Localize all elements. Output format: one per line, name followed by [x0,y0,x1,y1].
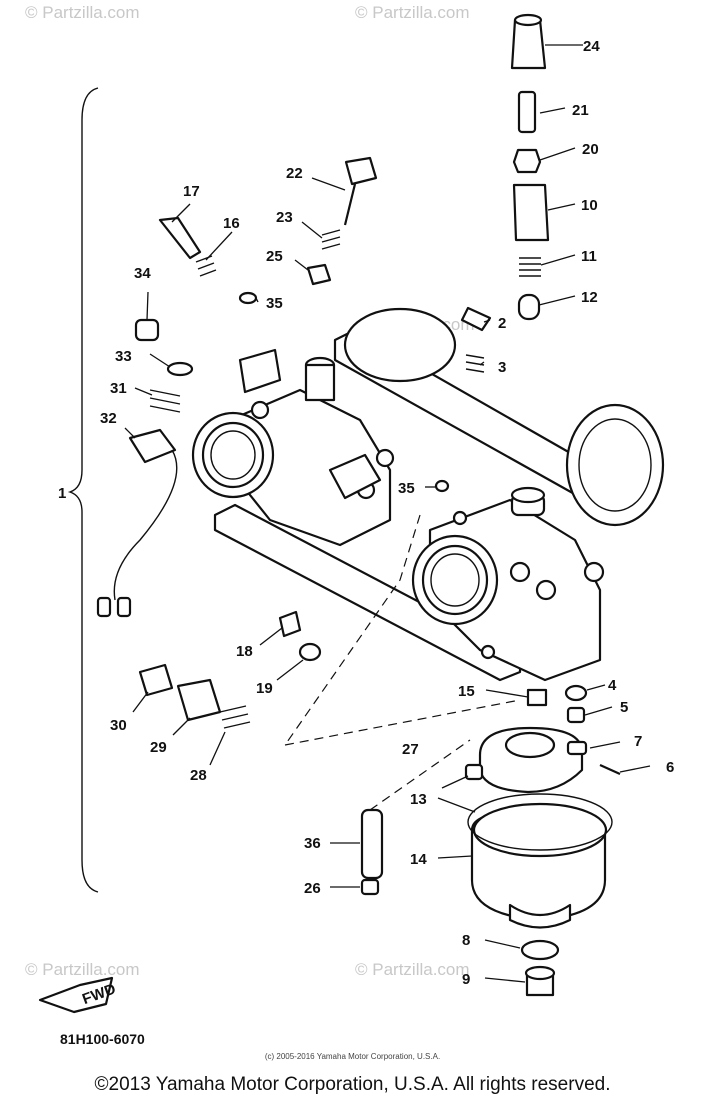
part-30 [138,663,174,697]
callout-13: 13 [410,791,427,808]
plunger-12 [517,293,541,321]
cap-24 [510,18,547,70]
callout-34: 34 [134,265,151,282]
callout-26: 26 [304,880,321,897]
nut-20 [512,148,542,174]
carburetor-body [191,307,665,682]
screw-5 [566,706,586,724]
watermark: © Partzilla.com [355,3,470,22]
watermark: © Partzilla.com [355,960,470,979]
diagram-code: 81H100-6070 [60,1031,145,1047]
small-copyright: (c) 2005-2016 Yamaha Motor Corporation, … [264,1052,441,1061]
jet-26 [360,878,380,896]
callout-29: 29 [150,739,167,756]
washer-19 [298,642,322,662]
fitting-32 [128,428,177,464]
pin-18 [278,610,302,638]
leader-lines [124,44,651,983]
callout-33: 33 [115,348,132,365]
callout-20: 20 [582,141,599,158]
callout-labels: 1 2 3 4 5 6 7 8 9 10 11 12 13 14 15 16 1… [58,38,674,1008]
callout-27: 27 [402,741,419,758]
callout-14: 14 [410,851,427,868]
footer-copyright: ©2013 Yamaha Motor Corporation, U.S.A. A… [94,1074,611,1095]
jet-15 [526,688,548,707]
screw-2 [460,306,492,332]
cap-34 [134,318,160,342]
callout-12: 12 [581,289,598,306]
callout-36: 36 [304,835,321,852]
callout-10: 10 [581,197,598,214]
washer-33 [166,361,194,377]
dashed-leader [284,514,521,811]
callout-24: 24 [583,38,600,55]
part-29 [176,678,222,722]
needle-36 [360,808,384,880]
oring-35b [434,479,450,493]
loose-parts [38,13,588,1014]
callout-1: 1 [58,485,66,502]
callout-4: 4 [608,677,617,694]
spring-23 [321,229,341,250]
callout-7: 7 [634,733,642,750]
fitting-21 [517,90,537,134]
spring-16 [195,255,217,277]
nut-25 [306,263,332,286]
callout-35-mid: 35 [398,480,415,497]
callout-19: 19 [256,680,273,697]
callout-23: 23 [276,209,293,226]
callout-32: 32 [100,410,117,427]
callout-25: 25 [266,248,283,265]
callout-6: 6 [666,759,674,776]
watermark: © Partzilla.com [25,3,140,22]
callout-11: 11 [581,248,597,265]
callout-35-top: 35 [266,295,283,312]
assembly-bracket [67,87,99,893]
float-bowl-assembly [464,726,621,997]
callout-3: 3 [498,359,506,376]
callout-22: 22 [286,165,303,182]
holder-10 [512,183,550,242]
watermark-layer: © Partzilla.com © Partzilla.com © Partzi… [25,3,475,979]
screw-17 [158,216,202,260]
callout-28: 28 [190,767,207,784]
spring-28 [219,705,251,729]
callout-8: 8 [462,932,470,949]
callout-2: 2 [498,315,506,332]
callout-18: 18 [236,643,253,660]
callout-31: 31 [110,380,127,397]
callout-17: 17 [183,183,200,200]
callout-16: 16 [223,215,240,232]
callout-21: 21 [572,102,589,119]
screw-22 [344,156,378,186]
callout-15: 15 [458,683,475,700]
callout-9: 9 [462,971,470,988]
watermark: © Partzilla.com [25,960,140,979]
oring-35a [238,291,258,305]
callout-5: 5 [620,699,628,716]
spring-11 [519,257,541,277]
spring-31 [149,389,181,413]
callout-30: 30 [110,717,127,734]
hose [113,449,178,601]
fwd-arrow-icon [38,976,114,1014]
washer-4 [564,684,588,702]
